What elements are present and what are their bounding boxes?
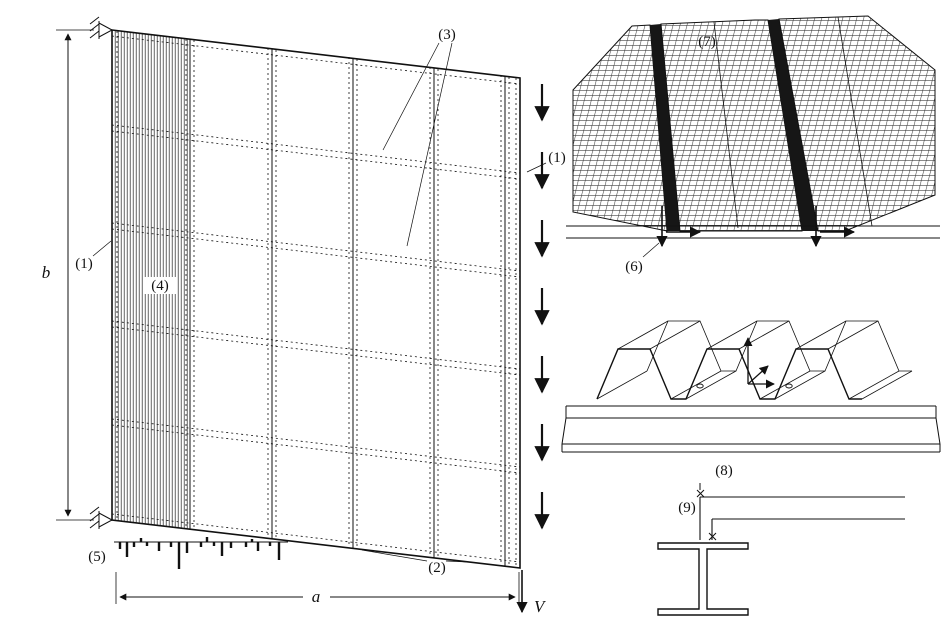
dimension-a: a [115,572,520,606]
label-1-left: (1) [75,256,93,272]
leader-lines [92,42,547,563]
dim-a-label: a [312,587,321,606]
i-beam-section [657,542,749,616]
sheet-edge-lines [699,496,905,540]
shear-force-v: V [516,570,547,616]
mesh-slot [768,19,818,231]
fastener-marks [696,483,717,541]
mesh-slot [650,24,680,231]
label-7: (7) [698,34,716,50]
label-1-right: (1) [548,150,566,166]
label-5: (5) [88,549,106,565]
fastener-hole [696,383,704,389]
leader-line [642,242,660,258]
deck-on-beam-figure: (8) [561,320,941,479]
label-4: (4) [151,278,169,294]
support-baseline [566,225,940,239]
label-8: (8) [715,463,733,479]
edge-detail-figure: (9) [657,483,905,616]
deck-extrusion-lines [596,320,913,400]
valley-reaction-arrows [656,206,856,248]
label-3: (3) [438,27,456,43]
label-9: (9) [678,500,696,516]
fastener-dotted-lines [111,31,521,568]
fastener-force-diagram [114,537,288,569]
shear-panel-figure: b a V (1) (4) (3) (1) (2) (5) [42,16,566,616]
label-6: (6) [625,259,643,275]
pin-support-bottom [89,506,114,529]
dim-b-label: b [42,263,51,282]
pin-support-top [89,16,114,39]
label-2: (2) [428,560,446,576]
corrugation-buckling-figure: (7) (6) [566,15,940,275]
local-axes-arrows [743,337,775,389]
mesh-crease [713,21,739,229]
mesh-wall [778,15,936,232]
panel-outline [111,29,521,569]
mesh-crease [837,16,873,227]
force-v-label: V [534,597,547,616]
label-4-bg [143,277,177,294]
deck-front-profile [596,348,862,400]
fastener-hole [785,383,793,389]
beam-elevation [561,405,941,453]
dimension-b: b [42,29,94,521]
sheet-seam-lines [189,39,506,566]
